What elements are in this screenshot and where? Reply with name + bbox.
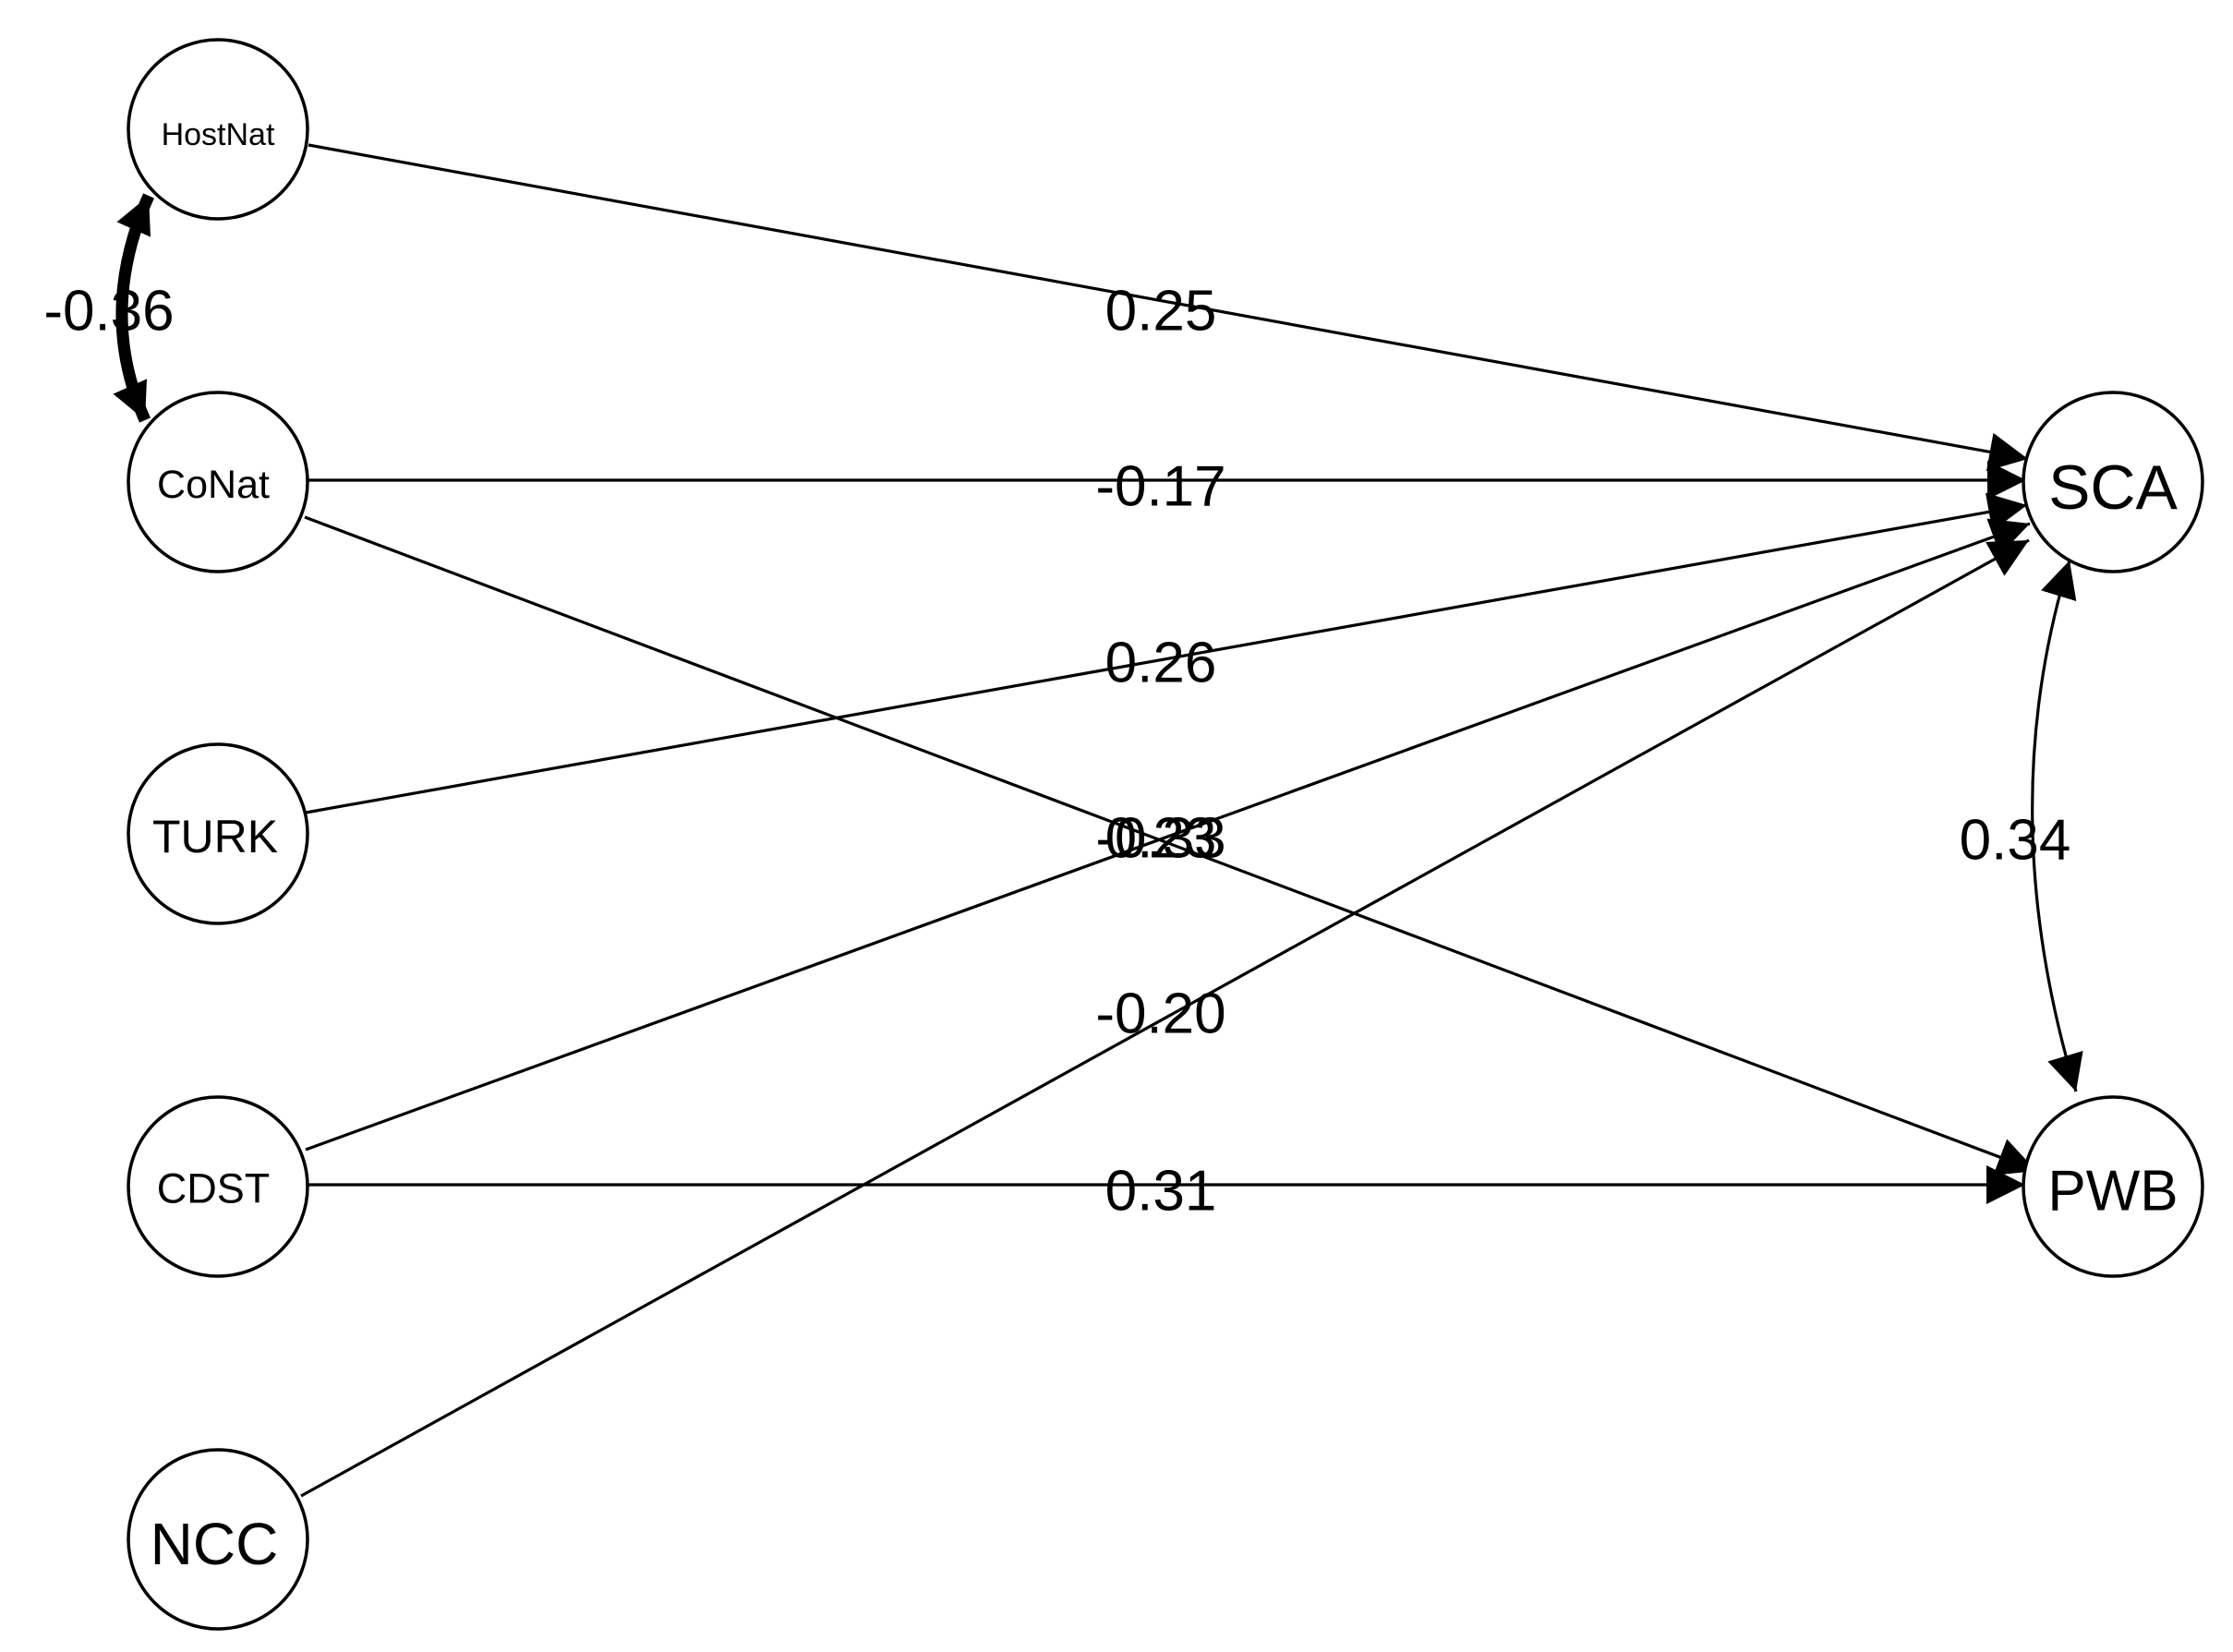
covariance-hostnat-conat — [113, 193, 154, 423]
node-label-turk: TURK — [152, 811, 278, 862]
edge-label-turk-sca: 0.26 — [1105, 632, 1217, 695]
node-label-hostnat: HostNat — [162, 117, 275, 152]
path-turk-sca — [305, 492, 2028, 814]
path-ncc-sca — [300, 538, 2030, 1498]
edge-label-ncc-sca: -0.20 — [1095, 983, 1225, 1046]
edge-label-sca-pwb: 0.34 — [1960, 809, 2071, 873]
node-label-cdst: CDST — [157, 1165, 271, 1212]
node-conat: CoNat — [127, 391, 309, 573]
edge-label-cdst-sca: -0.33 — [1095, 807, 1225, 871]
edge-label-hostnat-sca: 0.25 — [1105, 280, 1217, 344]
node-label-sca: SCA — [2048, 452, 2178, 523]
path-cdst-sca — [305, 518, 2031, 1152]
node-label-conat: CoNat — [157, 463, 270, 507]
path-hostnat-sca — [308, 143, 2029, 472]
node-ncc: NCC — [127, 1448, 309, 1631]
covariance-sca-pwb — [2031, 560, 2083, 1092]
node-sca: SCA — [2022, 391, 2204, 573]
node-label-ncc: NCC — [151, 1511, 279, 1577]
node-turk: TURK — [127, 742, 309, 925]
edge-label-hostnat-conat: -0.36 — [43, 280, 174, 344]
node-hostnat: HostNat — [127, 38, 309, 221]
edge-label-conat-pwb: 0.23 — [1105, 807, 1217, 871]
edge-label-cdst-pwb: 0.31 — [1105, 1160, 1217, 1224]
node-pwb: PWB — [2022, 1095, 2204, 1278]
node-cdst: CDST — [127, 1095, 309, 1278]
path-conat-pwb — [304, 515, 2037, 1176]
node-label-pwb: PWB — [2047, 1160, 2178, 1224]
edge-label-conat-sca: -0.17 — [1095, 455, 1225, 519]
